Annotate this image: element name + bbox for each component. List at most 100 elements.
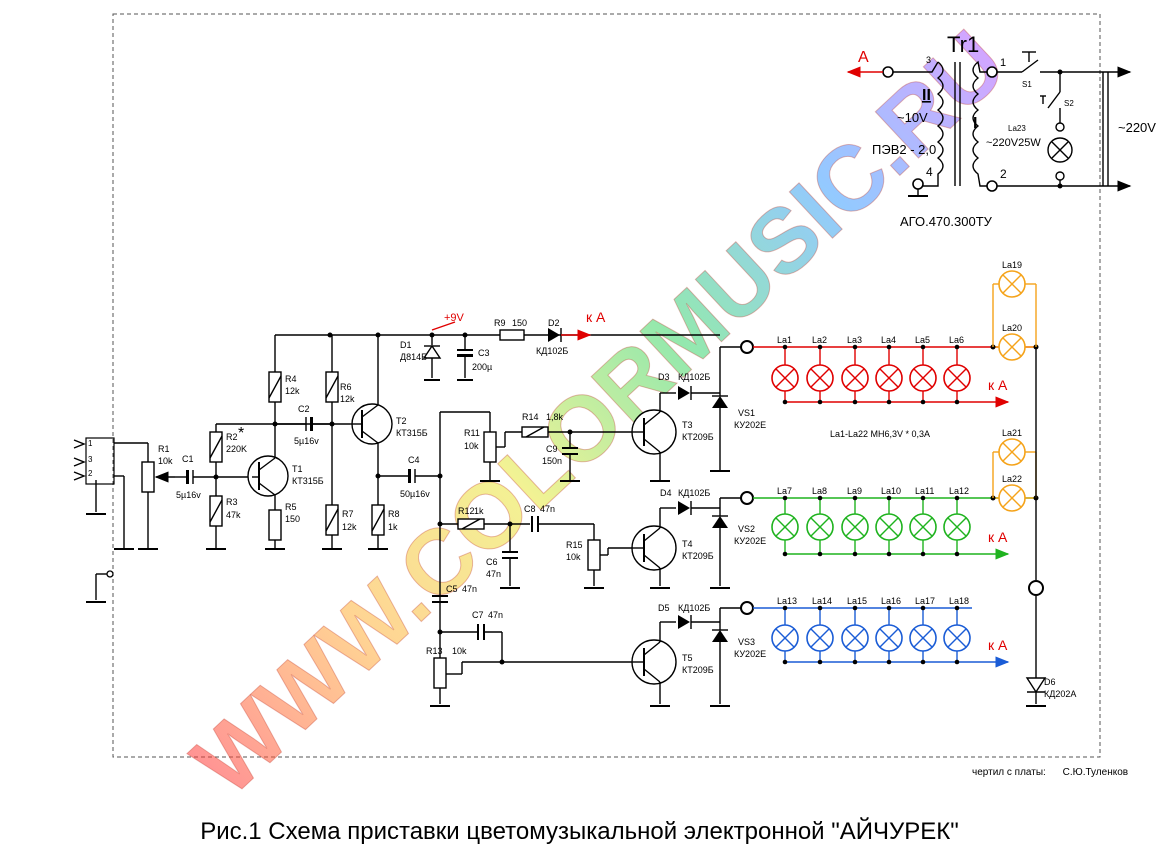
lamp-cross-b	[810, 517, 830, 537]
d6-type: КД202А	[1044, 689, 1076, 699]
r3-label: R3	[226, 497, 238, 507]
r2-star: *	[238, 425, 244, 442]
c4-value: 50µ16v	[400, 489, 430, 499]
credit-label: чертил с платы:	[972, 767, 1046, 778]
c5-label: C5	[446, 584, 458, 594]
lamp-cross-b	[810, 628, 830, 648]
lamp-cross-b	[879, 628, 899, 648]
junction-dot	[920, 659, 926, 665]
pin-4: 4	[926, 165, 933, 179]
lamp-cross-b	[947, 628, 967, 648]
lamp-la23: La23	[1008, 124, 1026, 133]
junction-dot	[852, 495, 858, 501]
junction-dot	[886, 551, 892, 557]
lamp-label: La12	[949, 486, 969, 496]
lamp-cross-b	[947, 517, 967, 537]
green-to-a: к А	[988, 529, 1008, 545]
junction-dot	[920, 605, 926, 611]
jack-pin-1: 1	[88, 439, 93, 448]
d2-label: D2	[548, 318, 560, 328]
r12-value: 1k	[474, 506, 484, 516]
c4-label: C4	[408, 455, 420, 465]
power-to-a: к А	[586, 309, 606, 325]
junction-dot	[817, 659, 823, 665]
lamp-la1: La1	[771, 335, 799, 392]
lamp-label: La22	[1002, 474, 1022, 484]
junction-dot	[852, 344, 858, 350]
lamp-cross-b	[775, 368, 795, 388]
r9-value: 150	[512, 318, 527, 328]
d3-label: D3	[658, 372, 670, 382]
d6-label: D6	[1044, 677, 1056, 687]
vs1-label: VS1	[738, 408, 755, 418]
lamp-label: La19	[1002, 260, 1022, 270]
t4-label: T4	[682, 539, 693, 549]
lamp-label: La10	[881, 486, 901, 496]
c3-label: C3	[478, 348, 490, 358]
t4-type: КТ209Б	[682, 551, 714, 561]
r1-value: 10k	[158, 456, 173, 466]
vs2-type: КУ202Е	[734, 536, 766, 546]
r3-value: 47k	[226, 510, 241, 520]
junction-dot	[782, 659, 788, 665]
lamp-la23-rating: ~220V25W	[986, 137, 1041, 149]
r11-label: R11	[464, 428, 480, 438]
junction-dot	[782, 551, 788, 557]
t3-type: КТ209Б	[682, 432, 714, 442]
junction-dot	[782, 344, 788, 350]
r9-label: R9	[494, 318, 506, 328]
d1-type: Д814Б	[400, 352, 427, 362]
lamp-cross-b	[845, 628, 865, 648]
c1-label: C1	[182, 454, 194, 464]
wire-type: ПЭВ2 - 2,0	[872, 142, 936, 157]
vs3-type: КУ202Е	[734, 649, 766, 659]
lamp-label: La6	[949, 335, 964, 345]
d4-type: КД102Б	[678, 488, 710, 498]
jack-pin-2: 2	[88, 469, 93, 478]
junction-dot	[886, 344, 892, 350]
junction-dot	[954, 605, 960, 611]
lamp-la17: La17	[909, 596, 937, 652]
lamp-cross-b	[913, 368, 933, 388]
junction-dot	[954, 551, 960, 557]
junction-dot	[817, 551, 823, 557]
lamp-cross-b	[913, 628, 933, 648]
r1-label: R1	[158, 444, 170, 454]
power-supply: +9V D1 Д814Б C3 200µ R9 150 D2 КД102Б к …	[275, 309, 720, 381]
lamp-la2: La2	[806, 335, 834, 392]
t1-type: КТ315Б	[292, 476, 324, 486]
lamp-label: La8	[812, 486, 827, 496]
lamp-la10: La10	[875, 486, 903, 541]
pin-1: 1	[1000, 57, 1006, 69]
lamp-la16: La16	[875, 596, 903, 652]
r11-value: 10k	[464, 441, 479, 451]
r5-label: R5	[285, 502, 297, 512]
d5-label: D5	[658, 603, 670, 613]
r4-value: 12k	[285, 386, 300, 396]
winding-secondary: II	[922, 87, 931, 104]
junction-dot	[920, 495, 926, 501]
pin-2: 2	[1000, 167, 1007, 181]
c3-value: 200µ	[472, 362, 492, 372]
blue-to-a: к А	[988, 637, 1008, 653]
junction-dot	[920, 551, 926, 557]
lamp-la12: La12	[943, 486, 971, 541]
r8-value: 1k	[388, 522, 398, 532]
junction-dot	[852, 605, 858, 611]
r7-value: 12k	[342, 522, 357, 532]
c2-label: C2	[298, 404, 310, 414]
red-to-a: к А	[988, 377, 1008, 393]
lamp-cross-b	[845, 368, 865, 388]
junction-dot	[954, 344, 960, 350]
lamp-la15: La15	[841, 596, 869, 652]
c5-value: 47n	[462, 584, 477, 594]
c6-value: 47n	[486, 569, 501, 579]
r5-value: 150	[285, 514, 300, 524]
lamp-label: La11	[915, 486, 934, 496]
mains-voltage: ~220V	[1118, 120, 1156, 135]
lamp-la5: La5	[909, 335, 937, 392]
lamp-label: La16	[881, 596, 901, 606]
junction-dot	[782, 399, 788, 405]
c1-value: 5µ16v	[176, 490, 201, 500]
junction-dot	[954, 495, 960, 501]
